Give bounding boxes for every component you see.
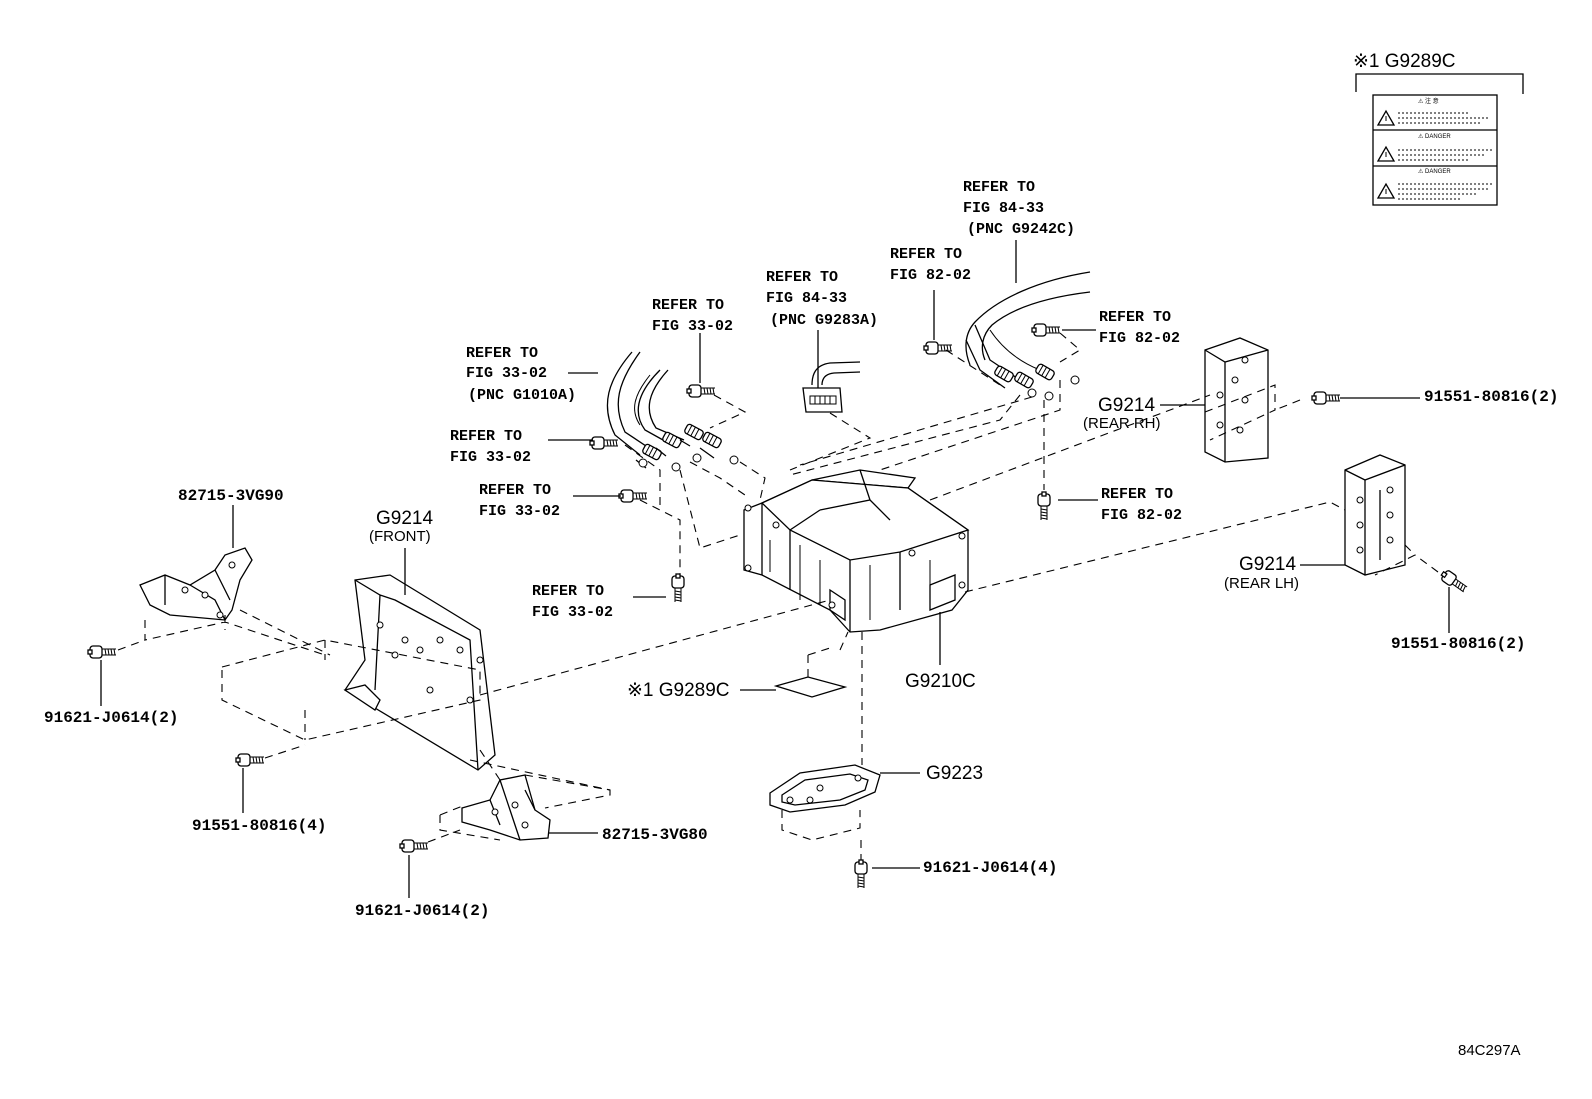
wire-harness-right xyxy=(965,271,1091,401)
part-number-82715-3vg90: 82715-3VG90 xyxy=(178,487,284,505)
label-sheet-section-2: ⚠ DANGER xyxy=(1418,134,1451,140)
callout-g9214-rear-lh-sub: (REAR LH) xyxy=(1224,575,1300,592)
reference-line: FIG 82-02 xyxy=(1101,507,1183,524)
part-number-91551-80816-lower: 91551-80816(2) xyxy=(1391,635,1526,653)
reference-line: FIG 84-33 xyxy=(766,290,848,307)
part-number-91621-j0614-bottom: 91621-J0614(2) xyxy=(355,902,490,920)
callout-g9214-rear-rh-sub: (REAR RH) xyxy=(1083,415,1161,432)
gasket-g9223 xyxy=(769,764,881,813)
reference-line: FIG 33-02 xyxy=(532,604,614,621)
reference-line: FIG 33-02 xyxy=(466,365,548,382)
callout-g9289c: ※1 G9289C xyxy=(627,680,730,701)
callout-g9210c: G9210C xyxy=(905,671,976,692)
connector-g9283a xyxy=(802,361,861,413)
callout-g9214-front-sub: (FRONT) xyxy=(369,528,431,545)
label-sheet-section-3: ⚠ DANGER xyxy=(1418,169,1451,175)
reference-line: REFER TO xyxy=(450,428,523,445)
inset-bracket xyxy=(1355,73,1524,94)
reference-line: REFER TO xyxy=(466,345,539,362)
callout-g9214-front: G9214 xyxy=(376,508,434,529)
reference-line: FIG 33-02 xyxy=(652,318,734,335)
warning-label-sheet xyxy=(1372,94,1498,206)
reference-line: REFER TO xyxy=(963,179,1036,196)
part-number-91551-80816-4: 91551-80816(4) xyxy=(192,817,327,835)
warning-triangle-icon xyxy=(1376,109,1396,199)
bolt-icon xyxy=(854,859,868,889)
reference-line: (PNC G9283A) xyxy=(770,312,879,329)
reference-line: (PNC G1010A) xyxy=(468,387,577,404)
reference-line: (PNC G9242C) xyxy=(967,221,1076,238)
bracket-g9214-front xyxy=(343,574,496,771)
bracket-g9214-rear-lh xyxy=(1344,454,1406,576)
part-number-91621-j0614-left: 91621-J0614(2) xyxy=(44,709,179,727)
reference-line: FIG 33-02 xyxy=(479,503,561,520)
callout-g9214-rear-lh: G9214 xyxy=(1239,554,1297,575)
main-unit-g9210c xyxy=(743,469,970,633)
reference-line: REFER TO xyxy=(479,482,552,499)
reference-line: FIG 84-33 xyxy=(963,200,1045,217)
bracket-82715-3vg90 xyxy=(139,547,253,621)
label-sheet-inset-callout: ※1 G9289C xyxy=(1353,51,1456,72)
reference-line: REFER TO xyxy=(652,297,725,314)
reference-line: REFER TO xyxy=(1099,309,1172,326)
wire-harness-left xyxy=(606,351,739,472)
figure-id: 84C297A xyxy=(1458,1042,1521,1059)
bracket-82715-3vg80 xyxy=(461,774,551,841)
label-sheet-section-1: ⚠ 注 意 xyxy=(1418,99,1439,105)
part-number-91621-j0614-4: 91621-J0614(4) xyxy=(923,859,1058,877)
part-number-91551-80816-upper: 91551-80816(2) xyxy=(1424,388,1559,406)
reference-line: REFER TO xyxy=(532,583,605,600)
part-number-82715-3vg80: 82715-3VG80 xyxy=(602,826,708,844)
reference-line: FIG 82-02 xyxy=(890,267,972,284)
bolt-icon xyxy=(923,323,1061,521)
reference-line: REFER TO xyxy=(890,246,963,263)
reference-line: FIG 82-02 xyxy=(1099,330,1181,347)
reference-line: FIG 33-02 xyxy=(450,449,532,466)
callout-g9223: G9223 xyxy=(926,763,984,784)
bolt-icon xyxy=(1311,391,1341,405)
reference-line: REFER TO xyxy=(766,269,839,286)
callout-g9214-rear-rh: G9214 xyxy=(1098,395,1156,416)
bolt-icon xyxy=(1438,567,1470,596)
label-sheet-g9289c xyxy=(773,676,848,698)
reference-line: REFER TO xyxy=(1101,486,1174,503)
